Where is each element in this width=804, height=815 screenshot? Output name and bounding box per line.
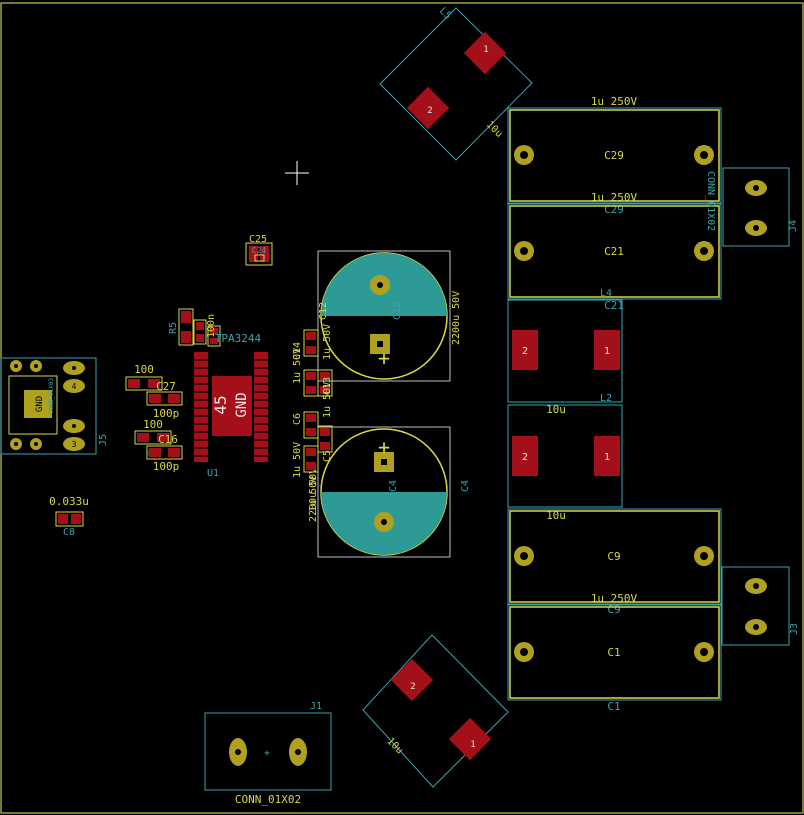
capacitor-c13[interactable]: 1u 50V C13 1u 50V <box>292 348 333 418</box>
c24-ref: C24 <box>252 246 267 255</box>
c12-plus: + <box>378 346 390 370</box>
crosshair-cursor <box>285 161 309 185</box>
inductor-l4[interactable]: 2 1 L4 L2 <box>507 288 623 404</box>
capacitor-c6[interactable]: C6 <box>292 411 333 453</box>
connector-j4[interactable]: J4 CONN_01X02 <box>705 167 799 247</box>
resistor-r6[interactable]: 100 R6 <box>134 418 172 458</box>
l5-ref: L5 <box>437 6 453 22</box>
c16-value: 100p <box>153 460 180 473</box>
c21-fab: C21 <box>604 299 624 312</box>
resistor-r8[interactable]: 100 <box>125 363 163 391</box>
c12-ref-fab: C12 <box>392 302 403 320</box>
l2-pin1: 1 <box>604 452 610 463</box>
j5-ref: J5 <box>98 434 109 446</box>
capacitor-c1[interactable]: 1u 250V C1 C1 <box>507 592 722 713</box>
c4-ref: C4 <box>388 480 399 492</box>
r6-value: 100 <box>143 418 163 431</box>
c13-value: 1u 50V <box>322 382 333 418</box>
c9-ref: C9 <box>607 550 620 563</box>
l4-pin2: 2 <box>522 346 528 357</box>
j5-value: CONN_01X03 <box>48 377 55 414</box>
c6-value: 1u 50V <box>292 442 303 478</box>
j5-pin4: 4 <box>72 382 77 391</box>
capacitor-c25[interactable]: C25 C24 <box>245 234 273 266</box>
c6-ref: C6 <box>292 413 303 425</box>
j1-plus: + <box>264 748 270 759</box>
l3-pin2: 2 <box>410 682 415 692</box>
c8-value: 0.033u <box>49 495 89 508</box>
l5-value: 10u <box>484 119 505 140</box>
l4-ref: L4 <box>600 288 612 299</box>
c8-ref: C8 <box>63 527 75 538</box>
c13-value-a: 1u 50V <box>292 348 303 384</box>
l5-pin2: 2 <box>427 106 432 116</box>
inductor-l3[interactable]: 2 1 10u <box>362 634 509 788</box>
l2-pin2: 2 <box>522 452 528 463</box>
c1-ref: C1 <box>607 646 620 659</box>
l3-pin1: 1 <box>470 740 475 750</box>
ic-u1[interactable]: 45 GND TPA3244 U1 <box>194 332 268 479</box>
j1-value: CONN_01X02 <box>235 793 301 806</box>
c29-value: 1u 250V <box>591 95 638 108</box>
l4-value: 10u <box>546 403 566 416</box>
c27-ref: C27 <box>156 380 176 393</box>
c27-value: 100p <box>153 407 180 420</box>
c4-value: 2200u 50V <box>308 468 319 522</box>
inductor-l5[interactable]: 1 2 L5 10u <box>379 6 533 161</box>
connector-j5[interactable]: GND 4 3 CONN_01X03 J5 <box>0 357 109 455</box>
j1-ref: J1 <box>310 701 322 712</box>
connector-j1[interactable]: + J1 CONN_01X02 <box>204 701 332 806</box>
c5-ref: C5 <box>322 450 333 462</box>
c21-ref: C21 <box>604 245 624 258</box>
c29-ref: C29 <box>604 149 624 162</box>
u1-pad-number: 45 <box>211 395 230 414</box>
capacitor-c21[interactable]: 1u 250V C21 C21 <box>507 191 722 312</box>
capacitor-c9[interactable]: C9 C9 <box>507 508 722 616</box>
c16-ref: C16 <box>158 433 178 446</box>
j5-pin3: 3 <box>72 440 77 449</box>
capacitor-c16[interactable]: C16 100p <box>146 433 183 473</box>
capacitor-c14[interactable]: C14 1u 50V <box>292 324 333 360</box>
capacitor-c8[interactable]: 0.033u C8 <box>49 495 89 538</box>
c12-ref: C12 <box>318 302 329 320</box>
c13-ref: C13 <box>322 377 333 395</box>
l2-value: 10u <box>546 509 566 522</box>
inductor-l2[interactable]: 2 1 10u 10u <box>507 403 623 522</box>
u1-value: TPA3244 <box>215 332 262 345</box>
c14-ref: C14 <box>292 342 303 360</box>
c5-value: 1u 50V <box>308 476 319 512</box>
c4-plus: + <box>378 435 390 459</box>
j5-gnd-pad: GND <box>35 396 45 412</box>
j4-value: CONN_01X02 <box>705 171 716 231</box>
r8-value: 100 <box>134 363 154 376</box>
l4-pin1: 1 <box>604 346 610 357</box>
u1-ref: U1 <box>207 468 219 479</box>
j4-ref: J4 <box>788 220 799 232</box>
r5-value: 100n <box>206 314 217 338</box>
c21-value: 1u 250V <box>591 191 638 204</box>
l5-pin1: 1 <box>483 45 488 55</box>
j3-ref: J3 <box>789 623 800 635</box>
c1-fab: C1 <box>607 700 620 713</box>
capacitor-c12[interactable]: + C12 C12 2200u 50V <box>317 250 462 382</box>
l2-ref: L2 <box>600 393 612 404</box>
resistor-r5[interactable]: R5 100n <box>168 308 221 347</box>
capacitor-c29[interactable]: 1u 250V C29 C29 <box>507 95 722 216</box>
connector-j3[interactable]: J3 <box>721 566 800 646</box>
c29-fab: C29 <box>604 203 624 216</box>
u1-pad-gnd: GND <box>234 392 250 417</box>
capacitor-c27[interactable]: C27 100p <box>146 380 183 420</box>
c25-ref: C25 <box>249 234 267 245</box>
c14-value: 1u 50V <box>322 324 333 360</box>
c12-value: 2200u 50V <box>451 291 462 345</box>
capacitor-c4[interactable]: + C4 C4 2200u 50V <box>308 426 471 558</box>
c4-fab: C4 <box>460 480 471 492</box>
r5-ref: R5 <box>168 322 179 334</box>
c1-value: 1u 250V <box>591 592 638 605</box>
capacitor-c5[interactable]: 1u 50V C5 1u 50V <box>292 442 333 512</box>
